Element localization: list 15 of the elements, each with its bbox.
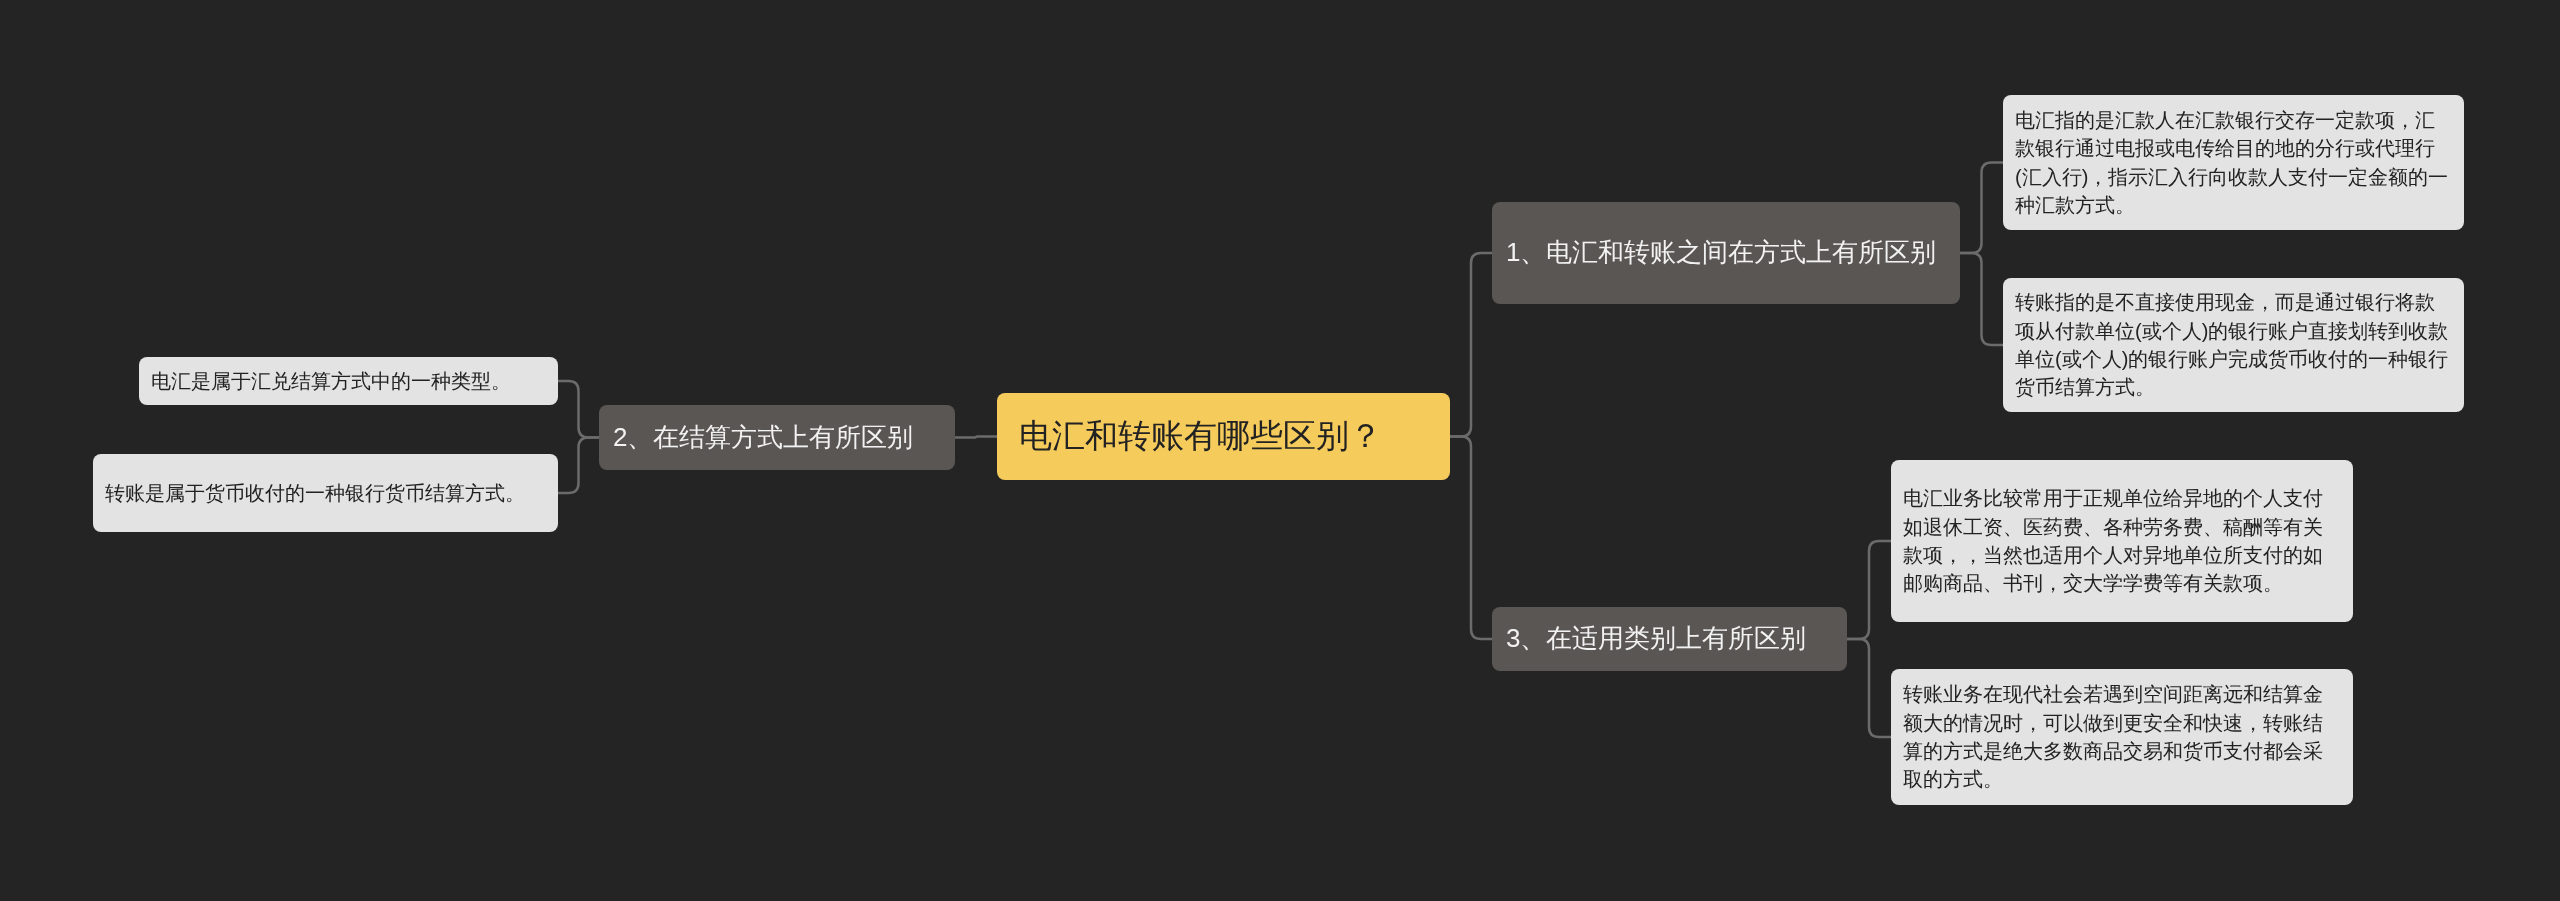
note-box: 转账是属于货币收付的一种银行货币结算方式。 — [93, 454, 558, 532]
note-box: 电汇是属于汇兑结算方式中的一种类型。 — [139, 357, 558, 405]
connector-line — [558, 436, 599, 495]
connector-line — [955, 435, 997, 439]
note-box: 电汇业务比较常用于正规单位给异地的个人支付如退休工资、医药费、各种劳务费、稿酬等有关款项，，当然也适用个人对异地单位所支付的如邮购商品、书刊，交大学学费等有关款项。 — [1891, 460, 2353, 622]
branch-topic: 2、在结算方式上有所区别 — [599, 405, 955, 470]
branch-topic: 3、在适用类别上有所区别 — [1492, 607, 1847, 671]
branch-topic: 1、电汇和转账之间在方式上有所区别 — [1492, 202, 1960, 304]
central-topic: 电汇和转账有哪些区别？ — [997, 393, 1450, 480]
connector-line — [1450, 435, 1492, 641]
connector-line — [1960, 251, 2003, 347]
connector-line — [1847, 637, 1891, 739]
note-box: 电汇指的是汇款人在汇款银行交存一定款项，汇款银行通过电报或电传给目的地的分行或代理行(汇入行)，指示汇入行向收款人支付一定金额的一种汇款方式。 — [2003, 95, 2464, 230]
note-box: 转账指的是不直接使用现金，而是通过银行将款项从付款单位(或个人)的银行账户直接划转到收款单位(或个人)的银行账户完成货币收付的一种银行货币结算方式。 — [2003, 278, 2464, 412]
note-box: 转账业务在现代社会若遇到空间距离远和结算金额大的情况时，可以做到更安全和快速，转账结算的方式是绝大多数商品交易和货币支付都会采取的方式。 — [1891, 669, 2353, 805]
